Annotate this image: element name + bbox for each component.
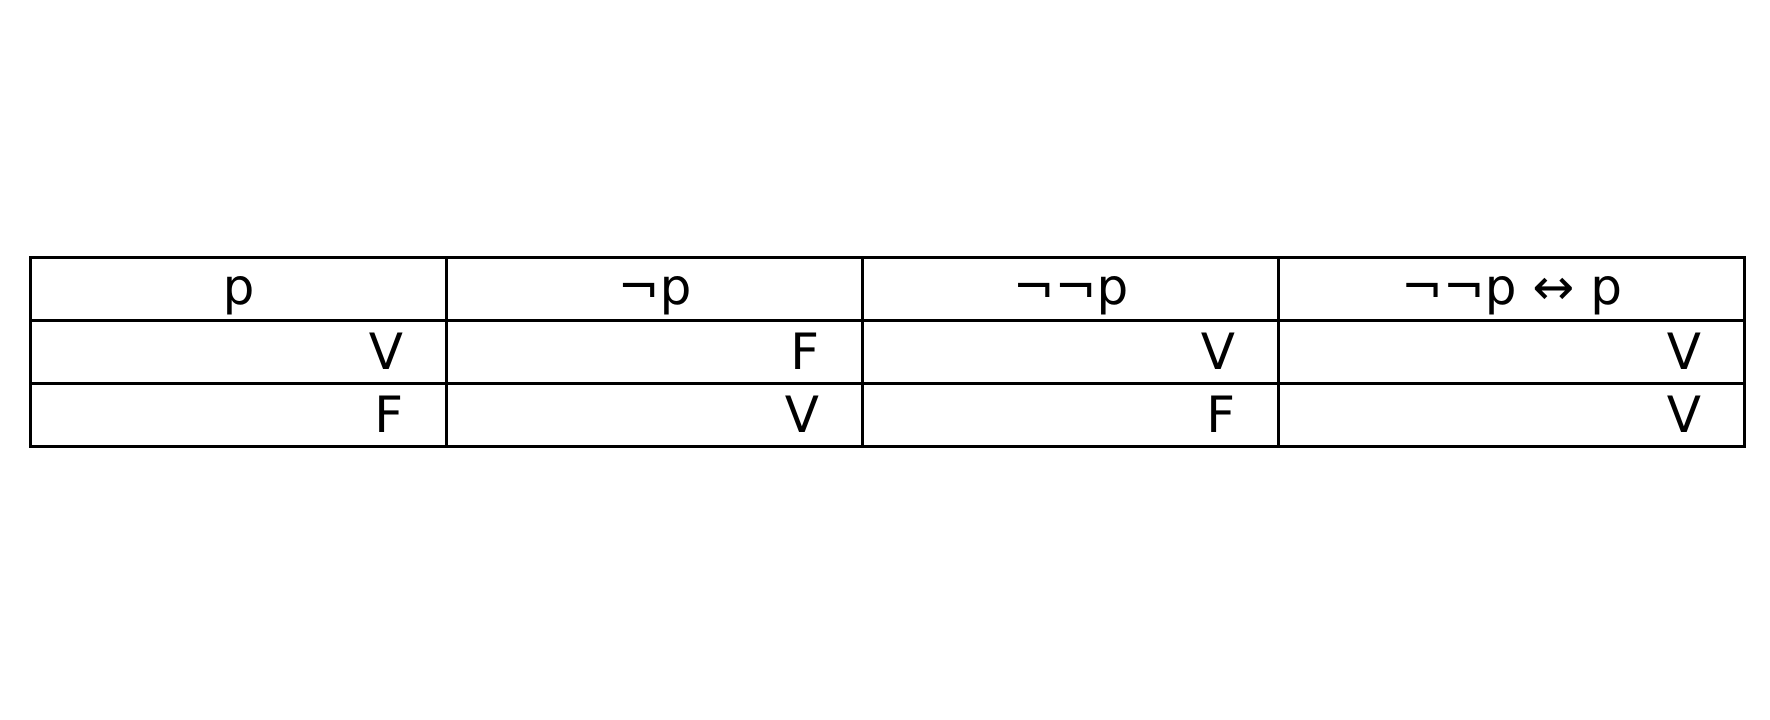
table-row: F V F V [29,382,1746,448]
table-body: V F V V F V F V [29,319,1746,448]
table-cell: F [861,382,1280,448]
table-cell: F [445,319,864,385]
table-cell: F [29,382,448,448]
table-cell: V [29,319,448,385]
table-header: p ¬p ¬¬p ¬¬p ↔ p [29,256,1746,322]
table-cell: V [1277,319,1746,385]
truth-table: p ¬p ¬¬p ¬¬p ↔ p V F V V F V F V [29,256,1746,448]
table-row: V F V V [29,319,1746,385]
header-row: p ¬p ¬¬p ¬¬p ↔ p [29,256,1746,322]
header-cell-biconditional: ¬¬p ↔ p [1277,256,1746,322]
header-cell-not-not-p: ¬¬p [861,256,1280,322]
header-cell-not-p: ¬p [445,256,864,322]
header-cell-p: p [29,256,448,322]
table-cell: V [1277,382,1746,448]
table-cell: V [861,319,1280,385]
table-cell: V [445,382,864,448]
